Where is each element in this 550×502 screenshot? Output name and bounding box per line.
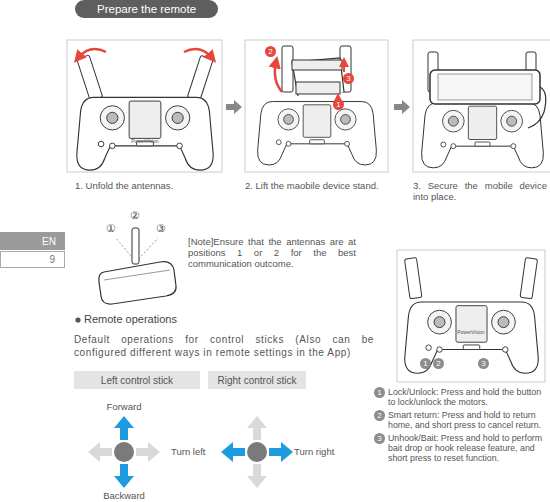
stick-heading-box: Right control stick bbox=[208, 371, 306, 389]
bullet bbox=[75, 317, 80, 322]
left-stick-cross bbox=[88, 416, 160, 488]
callout-number: 1 bbox=[333, 99, 344, 110]
box-text: 9 bbox=[49, 254, 55, 265]
function-description: Smart return: Press and hold to return h… bbox=[388, 410, 546, 430]
step-arrow bbox=[394, 100, 410, 114]
callout-number: 2 bbox=[265, 46, 276, 57]
box-text: EN bbox=[42, 236, 56, 247]
panel-frame bbox=[413, 40, 550, 172]
position-number: ③ bbox=[156, 222, 166, 235]
description-text: Default operations for control sticks (A… bbox=[74, 333, 374, 359]
remote-buttons bbox=[404, 258, 538, 374]
right-stick-cross bbox=[221, 416, 293, 488]
box-text: Left control stick bbox=[101, 375, 173, 386]
callout-number: 1 bbox=[420, 358, 431, 369]
panel-frame bbox=[245, 40, 388, 172]
panel-frame bbox=[397, 250, 545, 382]
antenna-detail bbox=[99, 228, 176, 304]
callout-number: 3 bbox=[478, 358, 489, 369]
step-caption: 2. Lift the maobile device stand. bbox=[245, 180, 390, 191]
remote-unfold bbox=[77, 49, 214, 170]
page-number-tab: 9 bbox=[0, 251, 65, 268]
position-number: ② bbox=[130, 209, 140, 222]
function-description: Lock/Unlock: Press and hold the button t… bbox=[388, 387, 546, 407]
panel-frame bbox=[67, 40, 222, 172]
direction-label: Turn right bbox=[294, 446, 334, 457]
callout-number: 3 bbox=[374, 433, 385, 444]
callout-number: 3 bbox=[343, 73, 354, 84]
step-arrow bbox=[226, 100, 242, 114]
step-caption: 1. Unfold the antennas. bbox=[75, 180, 225, 191]
callout-number: 1 bbox=[374, 387, 385, 398]
direction-label: Turn left bbox=[171, 446, 206, 457]
direction-label: Forward bbox=[107, 401, 142, 412]
remote-phone bbox=[422, 52, 546, 168]
function-description: Unhook/Bait: Press and hold to perform b… bbox=[388, 433, 546, 463]
section-title: Prepare the remote bbox=[75, 0, 218, 18]
note-text: [Note]Ensure that the antennas are at po… bbox=[188, 236, 356, 269]
section-heading: Remote operations bbox=[84, 313, 177, 326]
callout-number: 2 bbox=[433, 358, 444, 369]
direction-label: Backward bbox=[103, 490, 145, 501]
brand-text: PowerVision bbox=[457, 329, 485, 335]
callout-number: 2 bbox=[374, 410, 385, 421]
step-caption: 3. Secure the mobile device into place. bbox=[413, 180, 547, 202]
brand-text: PowerVision bbox=[131, 138, 159, 144]
box-text: Right control stick bbox=[218, 375, 297, 386]
language-tab: EN bbox=[0, 232, 65, 250]
stick-heading-box: Left control stick bbox=[74, 371, 200, 389]
position-number: ① bbox=[106, 222, 116, 235]
remote-stand bbox=[258, 46, 377, 165]
